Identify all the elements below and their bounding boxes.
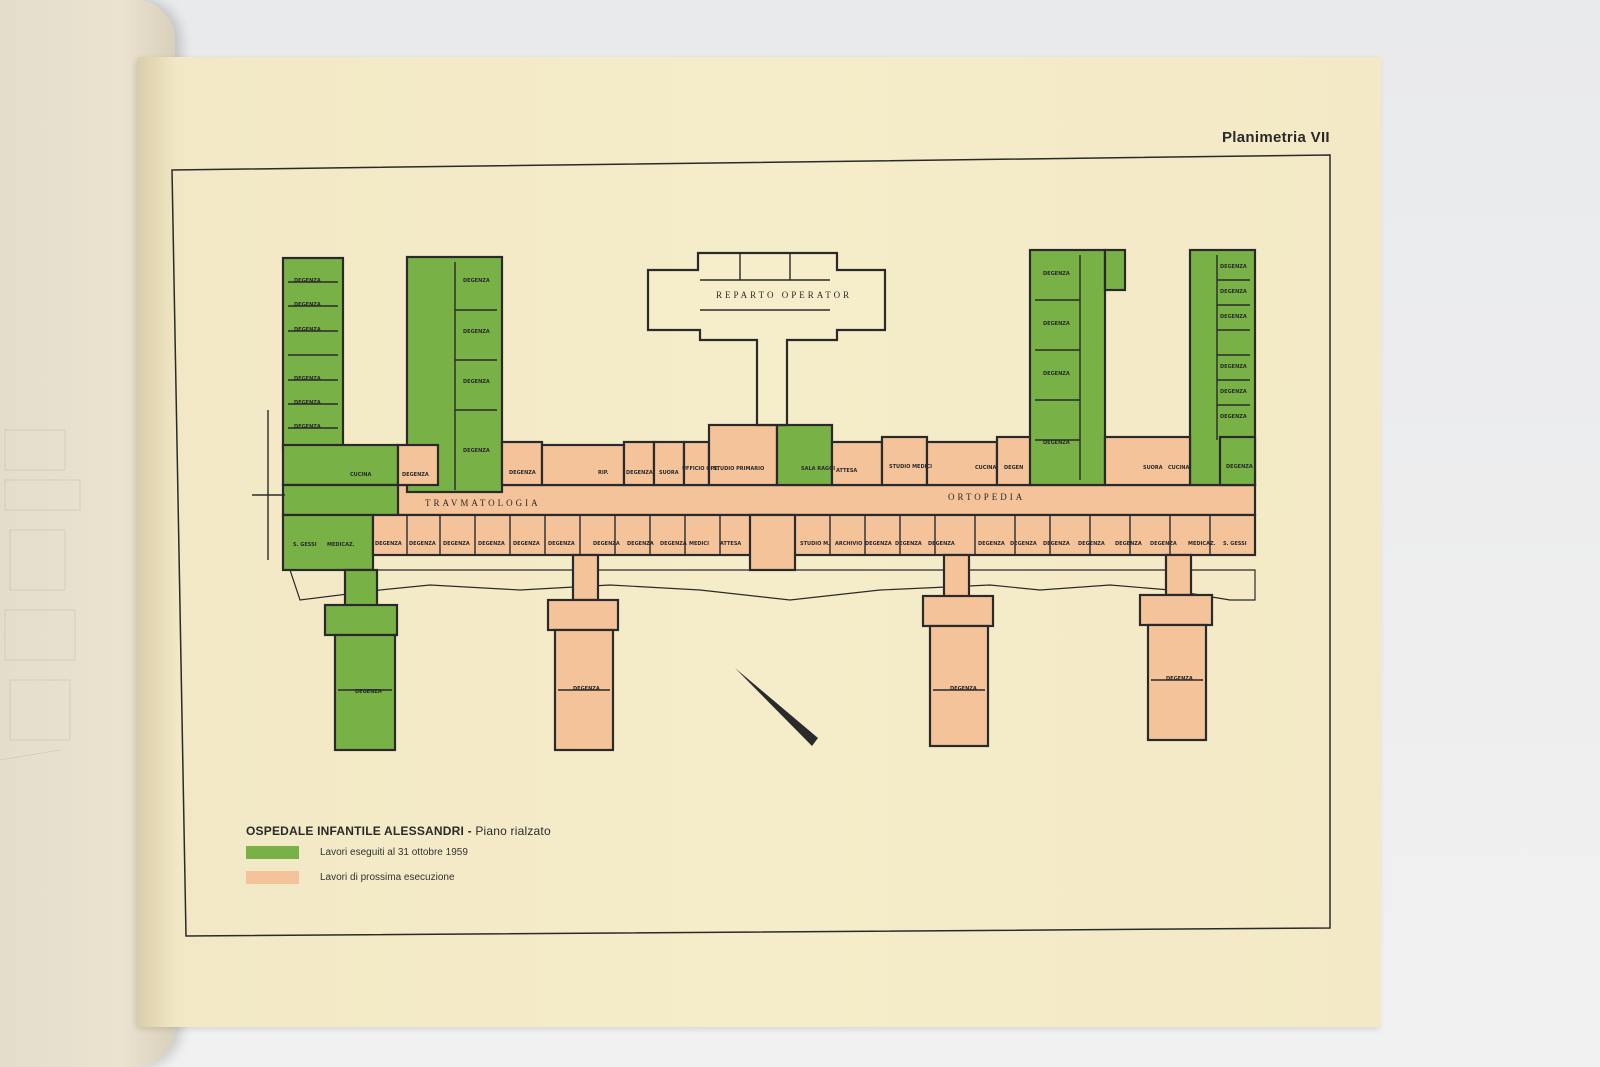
room-degenza: DEGENZA [294,424,321,430]
room-degenza: DEGENZA [660,541,687,547]
room-degenza: DEGENZA [1043,321,1070,327]
room-degenza: DEGENZA [928,541,955,547]
room-degenza: DEGENZA [1043,271,1070,277]
room-degenza: DEGENZA [463,448,490,454]
room-degenza: DEGENZA [294,302,321,308]
room-degenza: DEGENZA [593,541,620,547]
room-gessi: S. GESSI [293,542,317,548]
room-degenza: DEGENZA [375,541,402,547]
room-studio-m: STUDIO M. [800,541,830,547]
room-degenza: DEGENZA [1220,389,1247,395]
left-block [281,443,400,487]
room-degenza: DEGENZA [865,541,892,547]
page-gutter-shadow [138,57,178,1027]
plan-title-sep: - [464,824,476,838]
room-degenza: DEGENZA [1010,541,1037,547]
room-degenza: DEGENZA [1220,289,1247,295]
room-archivio: ARCHIVIO [835,541,862,547]
sala-raggi [775,423,834,487]
plan-title-name: OSPEDALE INFANTILE ALESSANDRI [246,824,465,838]
north-arrow [735,668,818,746]
room-degenza: DEGENZA [1043,440,1070,446]
legend-swatch-green [246,846,299,859]
room-attesa: ATTESA [836,468,857,474]
room-degenza: DEGENZA [895,541,922,547]
left-annex-top [323,603,399,637]
room-degenza: DEGENZA [463,329,490,335]
reparto-operatorio [646,251,887,427]
wing-c [1028,248,1107,487]
legend-item-completed: Lavori eseguiti al 31 ottobre 1959 [246,846,468,859]
room-suora: SUORA [659,470,679,476]
room-degen: DEGEN [1004,465,1023,471]
room-degenza: DEGENZA [294,400,321,406]
room-cucina: CUCINA [1168,465,1189,471]
room-degenza: DEGENZA [1078,541,1105,547]
room-degenza: DEGENZA [294,327,321,333]
room-degenza: DEGENZA [513,541,540,547]
legend-label-completed: Lavori eseguiti al 31 ottobre 1959 [320,847,468,858]
room-degenza: DEGENZA [1220,364,1247,370]
room-degenza: DEGENZA [1115,541,1142,547]
room-medici: MEDICI [689,541,709,547]
room-suora: SUORA [1143,465,1163,471]
room-degenza: DEGENZA [478,541,505,547]
wing-label-traumatologia: TRAVMATOLOGIA [425,498,541,508]
left-lower-rooms [281,513,375,572]
room-rip: RIP. [598,470,608,476]
legend-item-planned: Lavori di prossima esecuzione [246,871,455,884]
legend-label-planned: Lavori di prossima esecuzione [320,872,455,883]
wing-label-ortopedia: ORTOPEDIA [948,492,1025,502]
room-degenza: DEGENZA [1150,541,1177,547]
room-s-gessi: S. GESSI [1223,541,1247,547]
left-stem [343,568,379,610]
room-studio-medici: STUDIO MEDICI [889,464,932,470]
wing-a [281,256,345,450]
room-degenza: DEGENZA [443,541,470,547]
room-medicaz: MEDICAZ. [1188,541,1216,547]
room-studio-primario: STUDIO PRIMARIO [713,466,764,472]
room-cucina: CUCINA [975,465,996,471]
left-annex [333,633,397,752]
central-entrance [748,513,797,572]
faint-sketch [0,429,81,761]
room-degenza: DEGENZA [1166,676,1193,682]
room-sala-raggi: SALA RAGGI [801,466,835,472]
room-degenza: DEGENZA [463,379,490,385]
room-degenza: DEGENZA [294,376,321,382]
room-degenza: DEGENZA [294,278,321,284]
room-degenza: DEGENZA [950,686,977,692]
legend-swatch-peach [246,871,299,884]
room-degenza: DEGENZA [627,541,654,547]
room-degenza: DEGENZA [1220,414,1247,420]
room-degenza: DEGENZA [409,541,436,547]
room-degenza: DEGENZA [1220,264,1247,270]
room-degenza: DEGENZA [573,686,600,692]
room-degenza: DEGENZA [1220,314,1247,320]
room-degenza: DEGENZA [548,541,575,547]
room-cucina: CUCINA [350,472,371,478]
room-ufficio: UFFICIO OPE. [682,466,720,472]
room-degenza: DEGENZA [463,278,490,284]
room-degenza: DEGENZA [1043,371,1070,377]
room-attesa: ATTESA [720,541,741,547]
room-degenza: DEGENZA [978,541,1005,547]
left-corridor-green [281,483,400,517]
room-degenza: DEGENZA [355,689,382,695]
room-medicaz: MEDICAZ. [327,542,355,548]
wing-label-reparto: REPARTO OPERATOR [716,290,852,300]
plan-title: OSPEDALE INFANTILE ALESSANDRI - Piano ri… [246,824,551,838]
room-degenza: DEGENZA [626,470,653,476]
portico [289,569,1256,601]
plan-title-floor: Piano rialzato [475,824,551,838]
plate-number: Planimetria VII [1222,129,1330,146]
room-degenza: DEGENZA [1226,464,1253,470]
room-degenza: DEGENZA [1043,541,1070,547]
room-degenza: DEGENZA [402,472,429,478]
room-degenza: DEGENZA [509,470,536,476]
